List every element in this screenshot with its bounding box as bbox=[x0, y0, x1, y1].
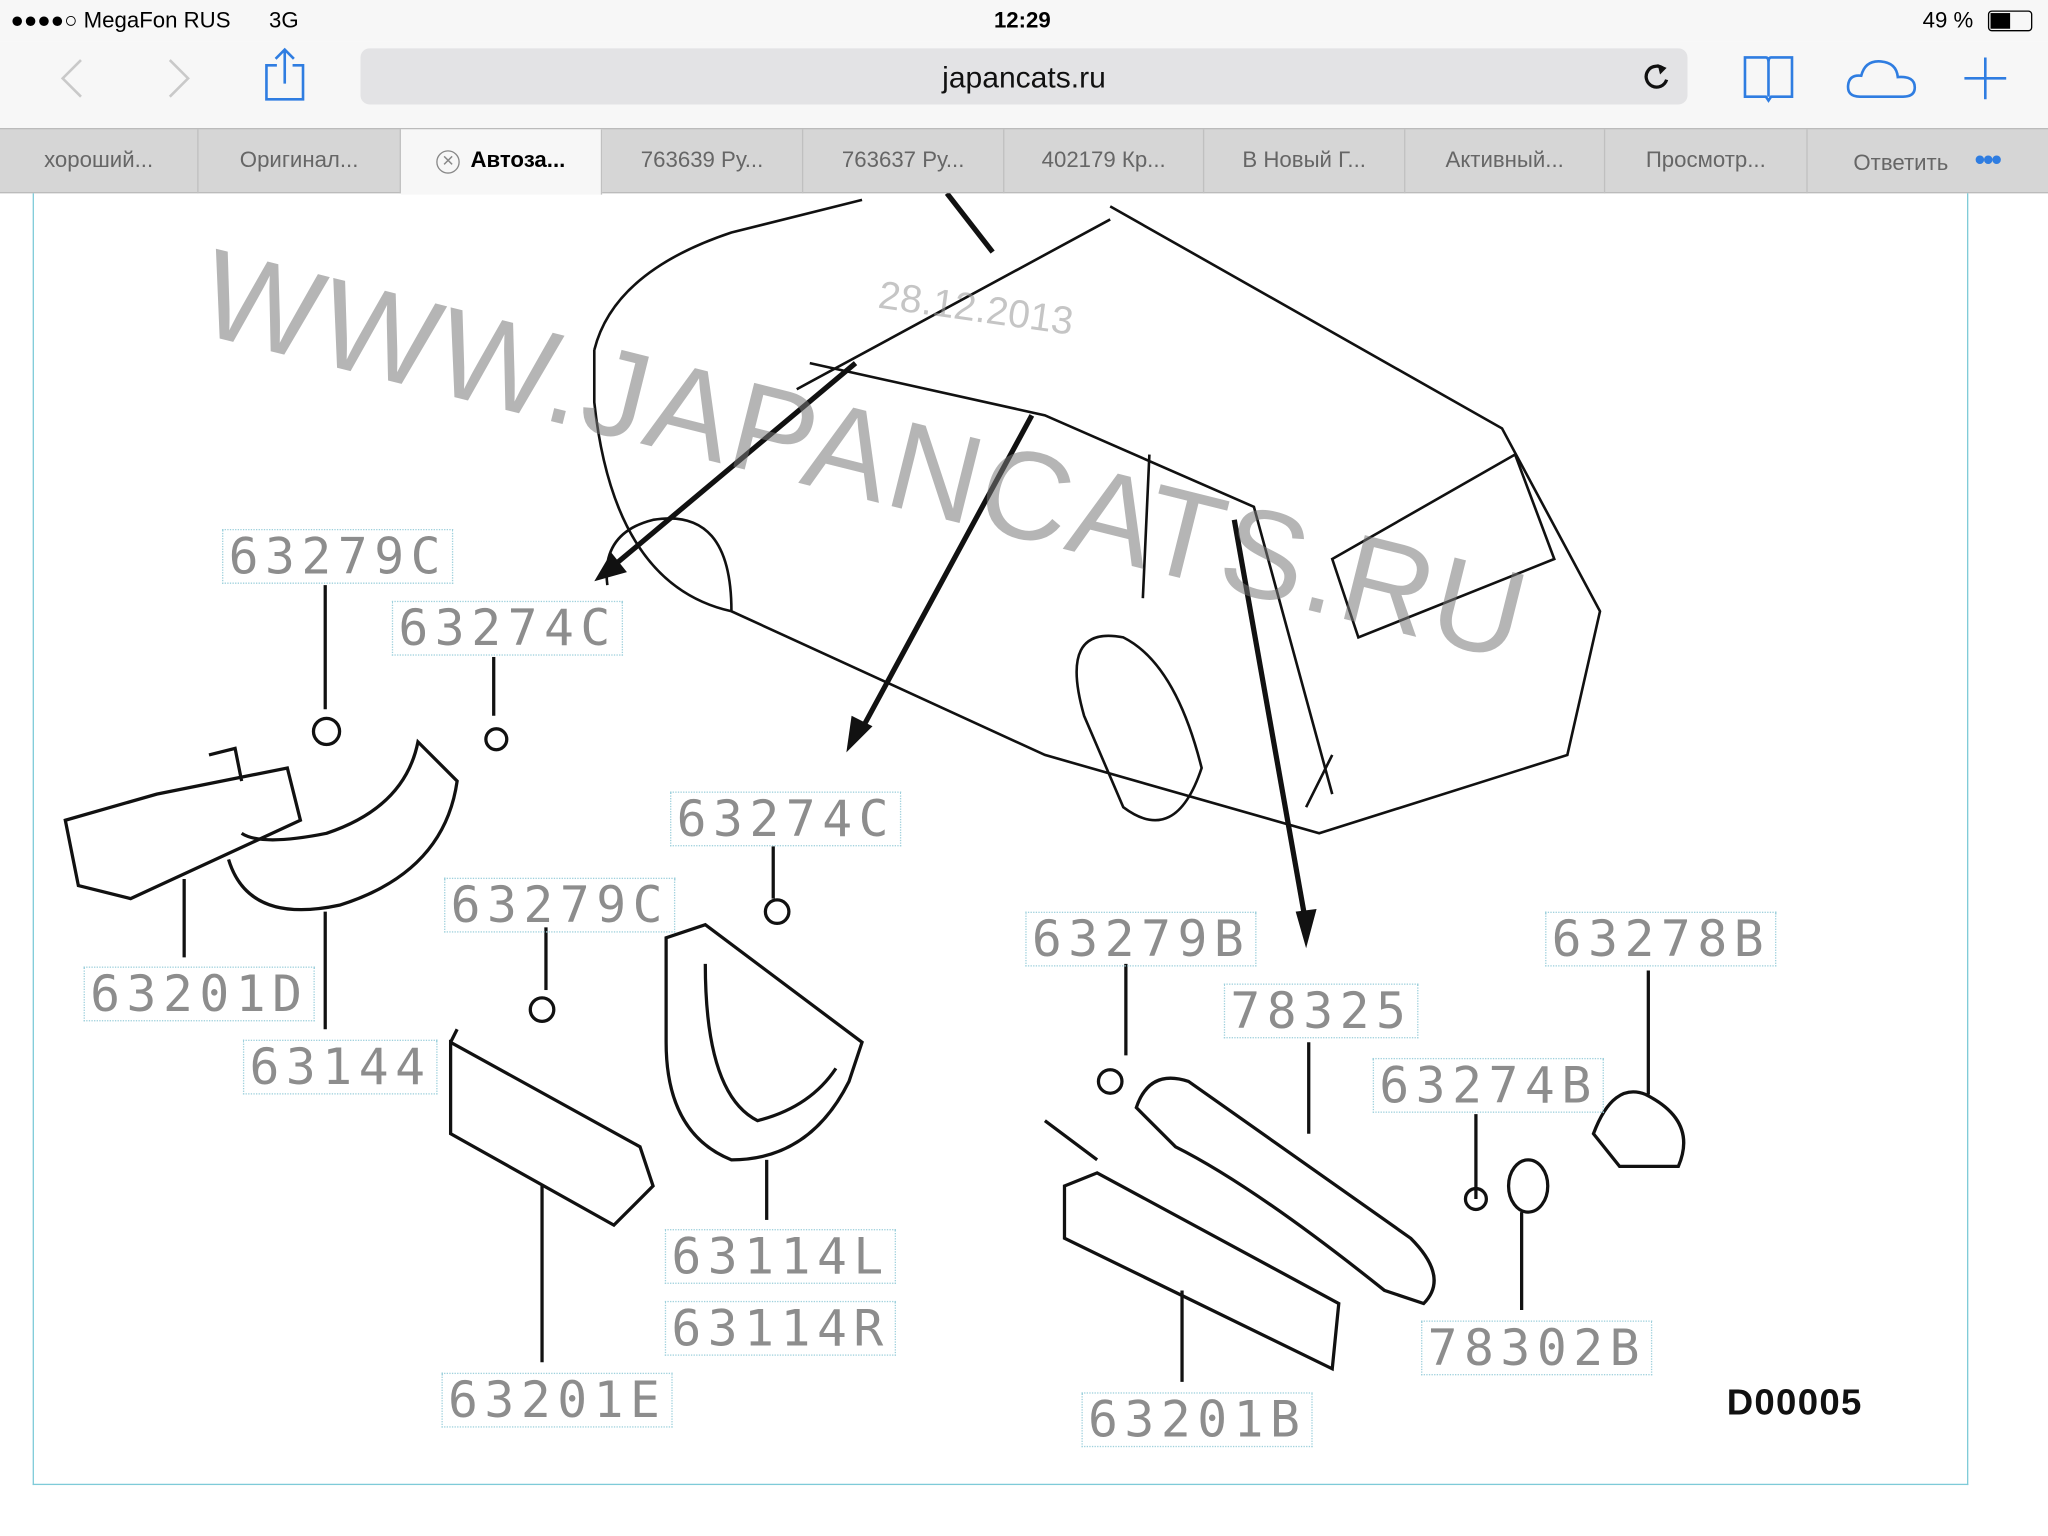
reload-icon[interactable] bbox=[1640, 61, 1671, 92]
icloud-tabs-icon[interactable] bbox=[1844, 52, 1920, 104]
part-label[interactable]: 78325 bbox=[1223, 983, 1419, 1039]
forward-icon[interactable] bbox=[159, 55, 198, 102]
part-label[interactable]: 63279C bbox=[444, 877, 676, 933]
part-label[interactable]: 78302B bbox=[1421, 1320, 1653, 1376]
part-label[interactable]: 63201E bbox=[441, 1372, 674, 1428]
tab-active[interactable]: ✕ Автоза... bbox=[400, 129, 603, 195]
part-label[interactable]: 63144 bbox=[242, 1039, 439, 1095]
part-label[interactable]: 63279B bbox=[1025, 911, 1257, 967]
tab-label: хороший... bbox=[44, 147, 154, 173]
bookmarks-icon[interactable] bbox=[1740, 52, 1797, 104]
carrier: ●●●●○ MegaFon RUS bbox=[10, 7, 231, 33]
tab[interactable]: Оригинал... bbox=[199, 129, 401, 194]
part-label[interactable]: 63274C bbox=[670, 791, 902, 847]
arrowheads bbox=[594, 552, 1317, 949]
part-label[interactable]: 63114L bbox=[664, 1229, 897, 1284]
tab[interactable]: Просмотр... bbox=[1605, 129, 1808, 194]
close-tab-icon[interactable]: ✕ bbox=[436, 149, 460, 174]
browser-toolbar: japancats.ru bbox=[0, 41, 2048, 128]
battery-icon bbox=[1987, 10, 2033, 32]
tab-label: 763639 Ру... bbox=[640, 147, 764, 173]
tab[interactable]: 402179 Кр... bbox=[1004, 129, 1205, 194]
tab[interactable]: Ответить ••• bbox=[1808, 129, 2048, 193]
tab-label: Просмотр... bbox=[1645, 147, 1766, 173]
tab[interactable]: Активный... bbox=[1405, 129, 1606, 194]
tab-label: Ответить bbox=[1853, 150, 1949, 176]
parts-diagram bbox=[63, 193, 1686, 1382]
tab-label: Активный... bbox=[1445, 147, 1564, 173]
parts bbox=[63, 716, 1686, 1372]
arrows bbox=[612, 193, 1309, 926]
back-icon[interactable] bbox=[52, 55, 91, 102]
leader-lines bbox=[182, 585, 1650, 1382]
new-tab-icon[interactable] bbox=[1962, 55, 2009, 102]
tab-label: 402179 Кр... bbox=[1041, 147, 1166, 173]
tab[interactable]: хороший... bbox=[0, 129, 199, 194]
battery-percent: 49 % bbox=[1922, 7, 1974, 33]
clock: 12:29 bbox=[993, 7, 1051, 33]
more-tabs-icon[interactable]: ••• bbox=[1974, 142, 2002, 178]
part-label[interactable]: 63201D bbox=[83, 966, 316, 1022]
url-text: japancats.ru bbox=[942, 60, 1106, 95]
tab-label: 763637 Ру... bbox=[841, 147, 965, 173]
tab-label: Оригинал... bbox=[239, 147, 359, 173]
tab[interactable]: В Новый Г... bbox=[1204, 129, 1406, 194]
address-bar[interactable]: japancats.ru bbox=[360, 48, 1688, 105]
share-icon[interactable] bbox=[261, 47, 308, 104]
tab-label: Автоза... bbox=[470, 147, 566, 173]
status-bar: ●●●●○ MegaFon RUS 3G 12:29 49 % bbox=[0, 0, 2048, 42]
part-label[interactable]: 63278B bbox=[1545, 911, 1777, 967]
diagram-frame bbox=[32, 193, 1969, 1486]
tab[interactable]: 763639 Ру... bbox=[602, 129, 804, 194]
part-label[interactable]: 63279C bbox=[222, 528, 454, 584]
part-label[interactable]: 63201B bbox=[1081, 1392, 1314, 1448]
part-label[interactable]: 63274B bbox=[1372, 1057, 1605, 1113]
car-outline bbox=[592, 198, 1602, 835]
tab-bar: хороший... Оригинал... ✕ Автоза... 763639… bbox=[0, 127, 2048, 195]
part-label[interactable]: 63114R bbox=[664, 1300, 897, 1356]
tab[interactable]: 763637 Ру... bbox=[803, 129, 1005, 194]
part-label[interactable]: 63274C bbox=[391, 600, 624, 656]
diagram-code: D00005 bbox=[1726, 1381, 1863, 1423]
network: 3G bbox=[269, 7, 299, 33]
tab-label: В Новый Г... bbox=[1242, 147, 1366, 173]
